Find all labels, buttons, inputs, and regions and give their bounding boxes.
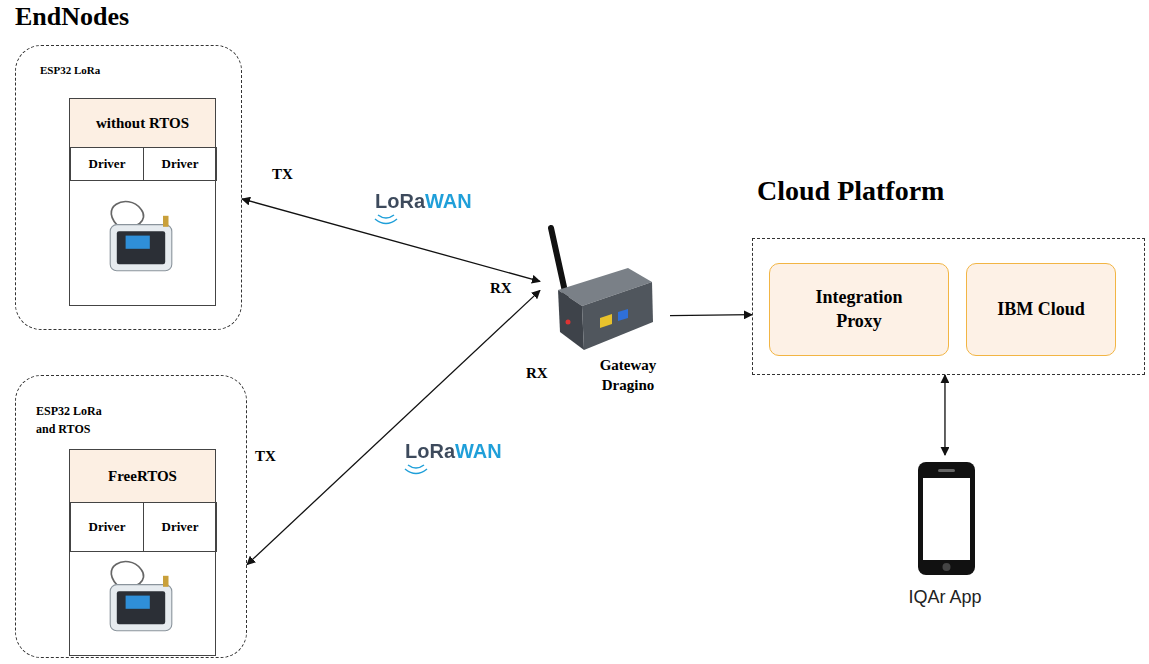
- node-text: Driver: [158, 156, 203, 172]
- node-text: Cloud Platform: [757, 175, 1148, 207]
- connector-arrow: [944, 375, 945, 455]
- diagram-title: EndNodes: [15, 2, 129, 32]
- signal-label: TX: [272, 166, 293, 183]
- node-text: Driver: [158, 519, 203, 535]
- lorawan-logo: LoRaWAN: [405, 440, 502, 463]
- node-text: FreeRTOS: [70, 450, 215, 502]
- stack-box: without RTOS Driver Driver: [69, 98, 216, 306]
- node-text: Driver: [85, 156, 130, 172]
- stack-box: FreeRTOS Driver Driver: [69, 449, 216, 656]
- driver-box: Driver: [70, 147, 144, 181]
- node-text: IQAr App: [887, 587, 1003, 608]
- cloud-platform-box: Cloud PlatformIntegration ProxyIBM Cloud: [752, 238, 1145, 375]
- driver-box: Driver: [143, 147, 217, 181]
- node-text: IBM Cloud: [997, 298, 1085, 321]
- app-node: IQAr App: [887, 455, 1003, 615]
- connector-arrow: [670, 314, 752, 316]
- signal-label: TX: [255, 448, 276, 465]
- node-text: without RTOS: [70, 99, 215, 147]
- gateway-device: [551, 228, 653, 350]
- driver-box: Driver: [70, 502, 144, 552]
- driver-box: Driver: [143, 502, 217, 552]
- group-box: ESP32 LoRa without RTOS Driver Driver: [15, 45, 242, 330]
- node-text: ESP32 LoRa and RTOS: [36, 402, 114, 438]
- signal-label: RX: [526, 365, 548, 382]
- phone-icon: [918, 462, 975, 575]
- lorawan-waves: [375, 215, 427, 474]
- connector-arrow: [247, 290, 540, 564]
- lorawan-logo: LoRaWAN: [375, 190, 472, 213]
- service-box: IBM Cloud: [966, 263, 1116, 356]
- gateway-node: Gateway Dragino: [540, 222, 670, 402]
- node-text: Gateway Dragino: [580, 356, 676, 395]
- esp32-board: [110, 562, 172, 631]
- signal-label: RX: [490, 280, 512, 297]
- node-text: Integration Proxy: [799, 286, 919, 333]
- node-text: ESP32 LoRa: [40, 64, 220, 76]
- esp32-board: [110, 202, 172, 271]
- group-box: ESP32 LoRa and RTOS FreeRTOS Driver Driver: [15, 375, 247, 658]
- service-box: Integration Proxy: [769, 263, 949, 356]
- node-text: Driver: [85, 519, 130, 535]
